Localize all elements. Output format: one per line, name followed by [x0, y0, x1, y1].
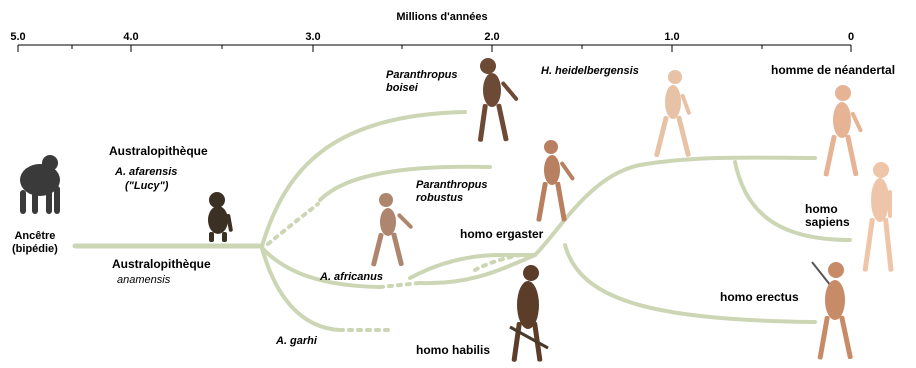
tick-label-4: 4.0 [123, 31, 138, 43]
ape-ancestor-icon [20, 155, 60, 214]
label-garhi: A. garhi [276, 335, 317, 348]
label-afarensis-species: A. afarensis [115, 166, 177, 179]
label-erectus: homo erectus [720, 291, 799, 304]
label-ergaster: homo ergaster [460, 228, 543, 241]
label-lucy: ("Lucy") [125, 180, 168, 193]
tick-label-5: 5.0 [10, 31, 25, 43]
tick-label-2: 2.0 [484, 31, 499, 43]
africanus-figure-icon [371, 193, 414, 267]
label-neandertal: homme de néandertal [771, 64, 895, 77]
habilis-figure-icon [510, 265, 548, 362]
label-heidelbergensis: H. heidelbergensis [541, 65, 639, 78]
label-ancestor: Ancêtre (bipédie) [12, 230, 58, 256]
australopithecus-figure-icon [208, 192, 233, 242]
time-axis [18, 45, 851, 52]
branch-erectus [565, 245, 815, 322]
label-sapiens: homo sapiens [805, 203, 850, 229]
label-paranthropus-robustus: Paranthropus robustus [416, 179, 488, 205]
tick-label-0: 0 [848, 31, 854, 43]
erectus-figure-icon [812, 262, 853, 360]
tick-label-1: 1.0 [664, 31, 679, 43]
axis-title: Millions d'années [42, 11, 842, 23]
label-africanus: A. africanus [320, 271, 383, 284]
sapiens-figure-icon [863, 162, 894, 272]
paranthropus-boisei-figure-icon [478, 58, 519, 142]
heidelbergensis-figure-icon [654, 70, 692, 157]
robustus-figure-icon [536, 140, 575, 222]
label-australopithecus-afarensis-title: Australopithèque [109, 145, 208, 158]
label-habilis: homo habilis [416, 344, 490, 357]
label-anamensis-species: anamensis [117, 274, 170, 287]
branch-africanus-dotted [380, 283, 420, 287]
branch-habilis-upper [410, 255, 535, 278]
label-australopithecus-anamensis-title: Australopithèque [112, 258, 211, 271]
tick-label-3: 3.0 [305, 31, 320, 43]
label-paranthropus-boisei: Paranthropus boisei [386, 69, 458, 95]
branch-ergaster-up [535, 158, 815, 255]
neandertal-figure-icon [823, 85, 863, 177]
